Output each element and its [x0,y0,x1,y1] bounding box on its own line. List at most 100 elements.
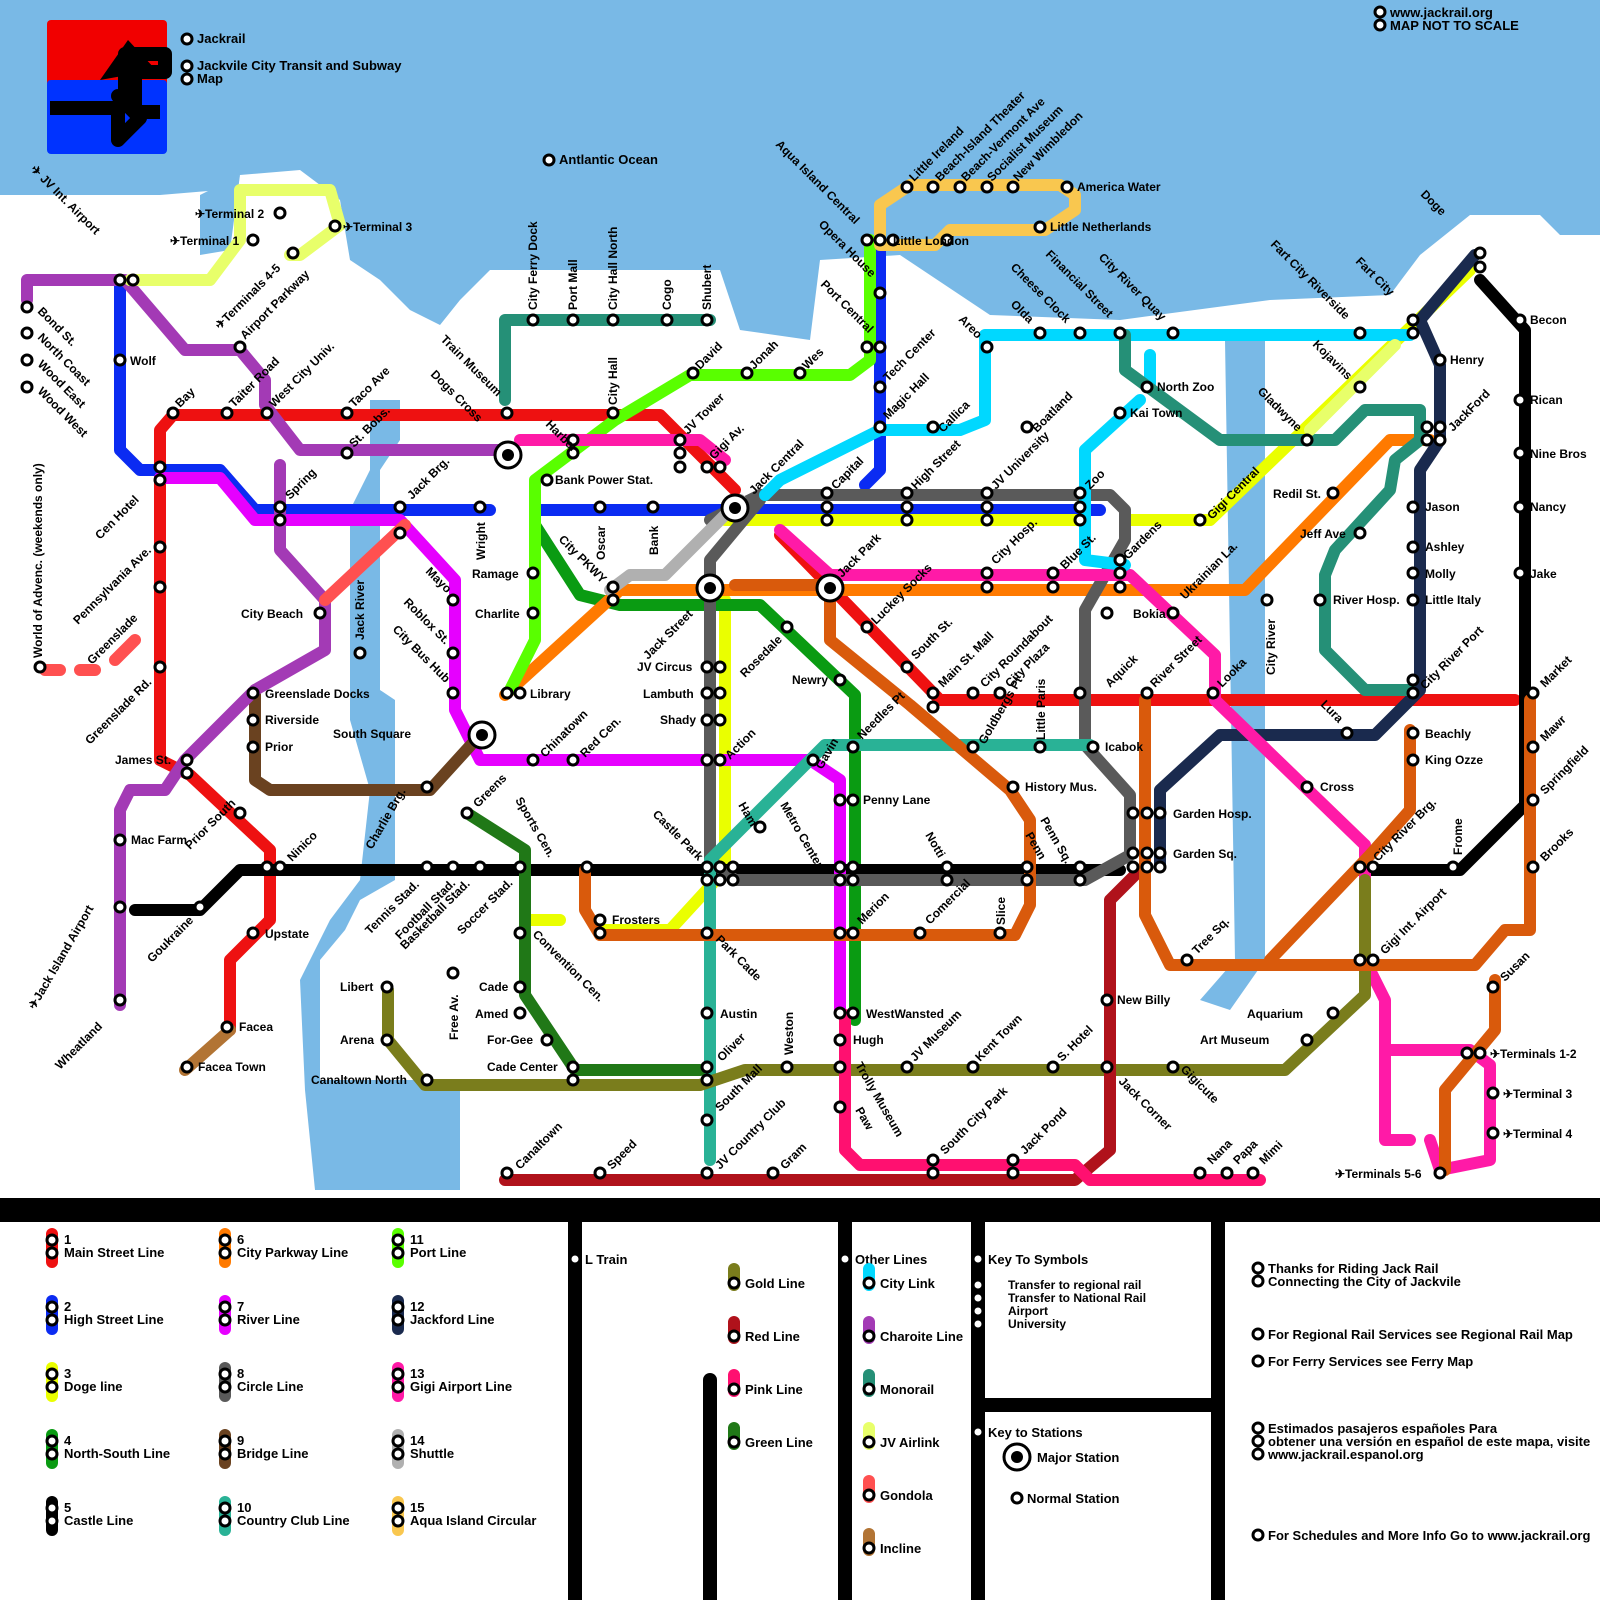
label-south-square: South Square [333,727,411,741]
label-bay: Bay [172,384,198,410]
label-wright: Wright [474,522,488,560]
label-prior: Prior [265,740,293,754]
label-mac-farm: Mac Farm [131,833,187,847]
label-terminal4: ✈Terminal 4 [1503,1127,1573,1141]
label-greenslade-rd: Greenslade Rd. [82,675,154,747]
label-west-city-univ: West City Univ. [266,339,337,410]
brand-name: Jackrail [197,31,245,46]
label-america-water: America Water [1077,180,1161,194]
label-becon: Becon [1530,313,1567,327]
label-city-river-port: City River Port [1417,623,1486,692]
label-papa: Papa [1230,1137,1260,1167]
label-tech-center: Tech Center [880,326,939,385]
legend-key-stations-title: Key to Stations [988,1425,1083,1440]
label-james-st: James St. [115,753,171,767]
legend-line-name: Main Street Line [64,1245,164,1260]
label-susan: Susan [1497,949,1532,984]
label-tree-sq: Tree Sq. [1189,914,1232,957]
major-station-jack-street [697,575,723,601]
label-jv-circus: JV Circus [637,660,693,674]
label-south-st: South St. [908,615,955,662]
label-wolf: Wolf [130,354,157,368]
svg-text:Monorail: Monorail [880,1382,934,1397]
label-mawr: Mawr [1537,712,1569,744]
label-canaltown: Canaltown [512,1119,565,1172]
legend-line-7: 7River Line [219,1295,300,1335]
label-jackford-stn: JackFord [1445,386,1493,434]
label-henry: Henry [1450,353,1484,367]
label-history-mus: History Mus. [1025,780,1097,794]
label-market: Market [1537,653,1574,690]
legend-line-name: River Line [237,1312,300,1327]
label-slice: Slice [994,897,1008,925]
major-station-jack-park [817,575,843,601]
label-gigi-int-airport: Gigi Int. Airport [1377,885,1449,957]
label-city-beach: City Beach [241,607,303,621]
label-jack-brg: Jack Brg. [404,454,452,502]
label-spring: Spring [282,465,319,502]
legend-red-line: Red Line [745,1329,800,1344]
label-oliver: Oliver [714,1030,748,1064]
label-weston: Weston [782,1012,796,1055]
label-terminal3: ✈Terminal 3 [343,220,413,234]
label-nana: Nana [1204,1136,1235,1167]
major-station-south-square [469,722,495,748]
label-cade-center: Cade Center [487,1060,558,1074]
label-new-billy: New Billy [1117,993,1171,1007]
label-jake: Jake [1530,567,1557,581]
label-molly: Molly [1425,567,1456,581]
label-mimi: Mimi [1256,1138,1285,1167]
pink-line [845,1015,1260,1180]
label-south-city-park: South City Park [937,1084,1010,1157]
legend-pink-line: Pink Line [745,1382,803,1397]
legend-line-1: 1Main Street Line [46,1228,164,1268]
label-cogo: Cogo [660,279,674,310]
label-jack-island-airport: ✈Jack Island Airport [25,903,96,1012]
label-jack-street: Jack Street [640,607,695,662]
label-boatland: Boatland [1029,389,1075,435]
legend-line-name: City Parkway Line [237,1245,348,1260]
label-s-hotel: S. Hotel [1054,1023,1095,1064]
label-upstate: Upstate [265,927,309,941]
label-newry: Newry [792,673,828,687]
label-facea: Facea [239,1020,273,1034]
label-arena: Arena [340,1033,374,1047]
legend-line-name: Country Club Line [237,1513,350,1528]
label-springfield: Springfield [1537,743,1591,797]
legend-info: Thanks for Riding Jack Rail Connecting t… [1253,1261,1590,1543]
title-line-1: Jackvile City Transit and Subway [197,58,402,73]
label-city-hall-north: City Hall North [606,227,620,310]
label-jack-corner: Jack Corner [1116,1074,1175,1133]
label-little-italy: Little Italy [1425,593,1481,607]
label-kai-town: Kai Town [1130,406,1182,420]
legend-named-lines: Gold Line Red Line Pink Line Green Line [728,1263,813,1450]
svg-text:Transfer to regional rail: Transfer to regional rail [1008,1278,1141,1292]
legend-line-name: Shuttle [410,1446,454,1461]
legend-major-station: Major Station [1037,1450,1119,1465]
label-art-museum: Art Museum [1200,1033,1269,1047]
label-for-gee: For-Gee [487,1033,533,1047]
label-terminal3b: ✈Terminal 3 [1503,1087,1573,1101]
legend-line-5: 5Castle Line [46,1496,133,1536]
label-ramage: Ramage [472,567,519,581]
legend-line-name: Castle Line [64,1513,133,1528]
label-riverside: Riverside [265,713,319,727]
legend-line-9: 9Bridge Line [219,1429,309,1469]
label-ashley: Ashley [1425,540,1465,554]
label-terminals56: ✈Terminals 5-6 [1335,1167,1422,1181]
label-jeff-ave: Jeff Ave [1300,527,1346,541]
svg-text:Airport: Airport [1008,1304,1048,1318]
label-rosedale: Rosedale [737,632,785,680]
label-lambuth: Lambuth [643,687,694,701]
legend-line-name: Port Line [410,1245,466,1260]
label-canaltown-north: Canaltown North [311,1073,407,1087]
svg-text:Charoite Line: Charoite Line [880,1329,963,1344]
label-king-ozze: King Ozze [1425,753,1483,767]
label-aquick: Aquick [1102,652,1140,690]
label-nancy: Nancy [1530,500,1566,514]
label-jason: Jason [1425,500,1460,514]
